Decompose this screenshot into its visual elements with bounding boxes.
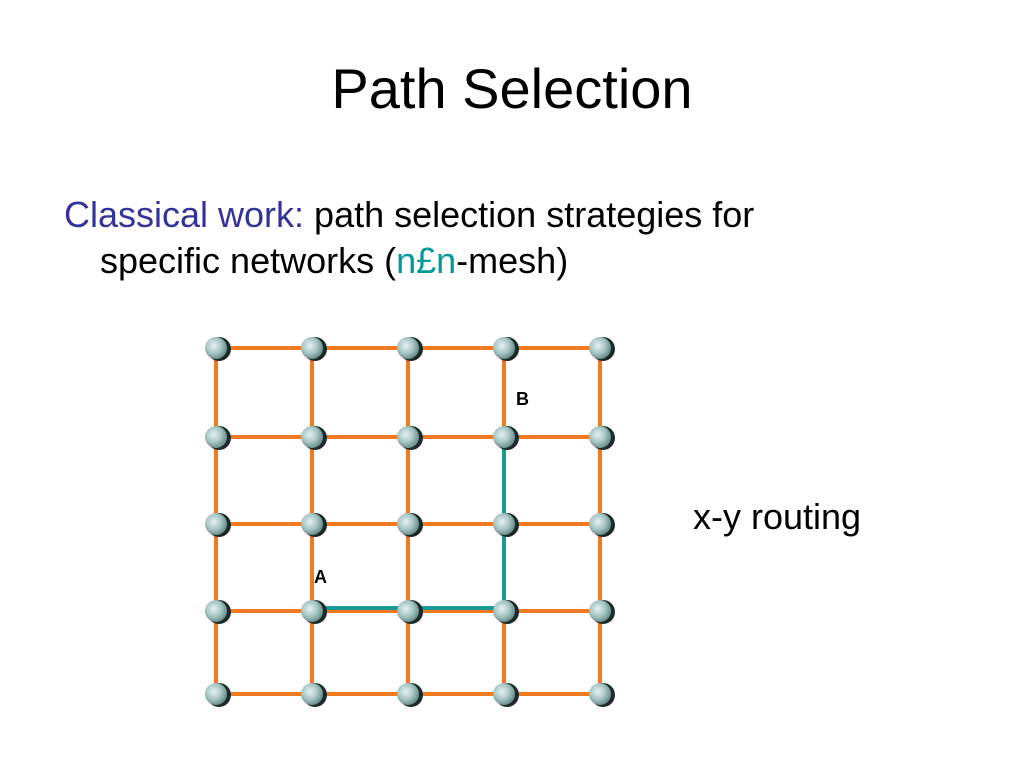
bullet-text-line1: path selection strategies for <box>304 194 755 235</box>
mesh-node <box>301 426 327 450</box>
mesh-node <box>589 426 615 450</box>
mesh-node-sphere <box>397 600 419 622</box>
mesh-node <box>205 683 231 707</box>
mesh-node-sphere <box>493 600 515 622</box>
mesh-node-sphere <box>589 600 611 622</box>
mesh-node-sphere <box>493 337 515 359</box>
mesh-node <box>205 426 231 450</box>
mesh-node-sphere <box>205 600 227 622</box>
mesh-node-sphere <box>589 337 611 359</box>
mesh-node-sphere <box>301 600 323 622</box>
mesh-node-sphere <box>397 683 419 705</box>
mesh-node-sphere <box>205 683 227 705</box>
mesh-nodes <box>205 337 615 707</box>
mesh-node-sphere <box>301 337 323 359</box>
mesh-node <box>301 513 327 537</box>
mesh-node <box>397 600 423 624</box>
mesh-node-sphere <box>205 426 227 448</box>
mesh-node <box>493 683 519 707</box>
mesh-node-sphere <box>205 513 227 535</box>
mesh-node <box>589 513 615 537</box>
routing-caption: x-y routing <box>693 496 862 537</box>
mesh-node-sphere <box>589 426 611 448</box>
mesh-node-sphere <box>397 513 419 535</box>
mesh-node <box>397 513 423 537</box>
mesh-node-sphere <box>589 513 611 535</box>
page-title: Path Selection <box>331 57 693 120</box>
node-label-a: A <box>314 567 327 587</box>
mesh-node <box>493 600 519 624</box>
bullet-text-line2b: -mesh) <box>456 240 569 281</box>
mesh-node <box>397 426 423 450</box>
mesh-node <box>205 513 231 537</box>
mesh-node-sphere <box>301 683 323 705</box>
mesh-node-sphere <box>397 337 419 359</box>
mesh-node <box>589 683 615 707</box>
mesh-node <box>397 683 423 707</box>
mesh-node-sphere <box>301 513 323 535</box>
mesh-node-sphere <box>493 426 515 448</box>
mesh-node-sphere <box>493 683 515 705</box>
mesh-node-sphere <box>397 426 419 448</box>
mesh-notation: n£n <box>396 240 457 281</box>
bullet-point: Classical work: path selection strategie… <box>64 192 964 284</box>
mesh-node-sphere <box>493 513 515 535</box>
mesh-node <box>301 337 327 361</box>
mesh-node-sphere <box>301 426 323 448</box>
bullet-text-line2a: specific networks ( <box>100 240 397 281</box>
node-label-b: B <box>516 389 529 409</box>
mesh-node <box>589 600 615 624</box>
mesh-node <box>301 683 327 707</box>
bullet-line2: specific networks (n£n-mesh) <box>64 238 964 284</box>
mesh-node <box>493 337 519 361</box>
mesh-node <box>493 426 519 450</box>
mesh-node <box>205 600 231 624</box>
mesh-node-sphere <box>205 337 227 359</box>
mesh-node <box>397 337 423 361</box>
mesh-node <box>205 337 231 361</box>
mesh-node <box>301 600 327 624</box>
mesh-node <box>589 337 615 361</box>
mesh-node-sphere <box>589 683 611 705</box>
bullet-lead: Classical work: <box>64 194 305 235</box>
mesh-node <box>493 513 519 537</box>
